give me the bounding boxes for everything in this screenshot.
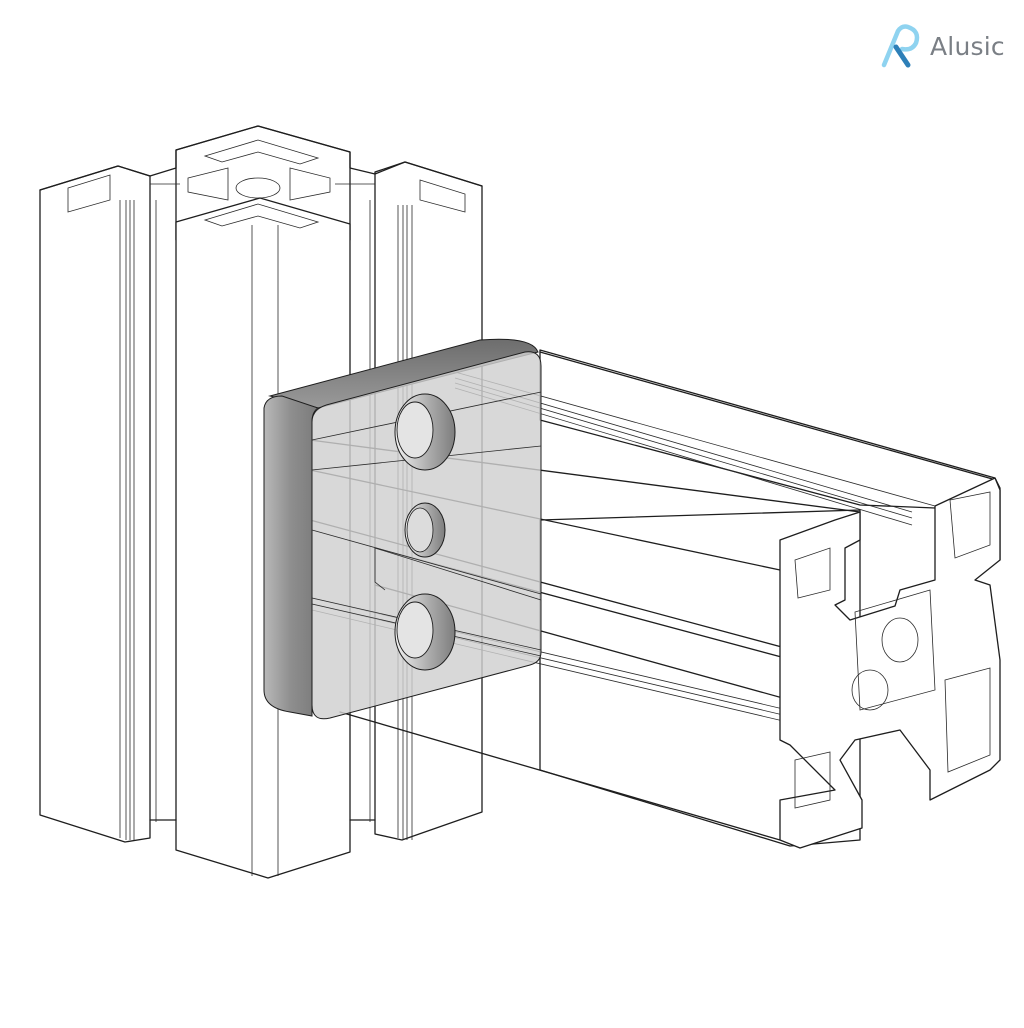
brand-name: Alusic (930, 31, 1005, 61)
connector-plate (263, 338, 542, 720)
counterbore-hole-bottom (394, 593, 456, 671)
alusic-logo-icon (881, 24, 920, 68)
counterbore-hole-top (394, 393, 456, 471)
horizontal-profile (309, 349, 1001, 849)
brand-logo: Alusic (878, 22, 1005, 70)
through-hole-middle (404, 502, 446, 558)
